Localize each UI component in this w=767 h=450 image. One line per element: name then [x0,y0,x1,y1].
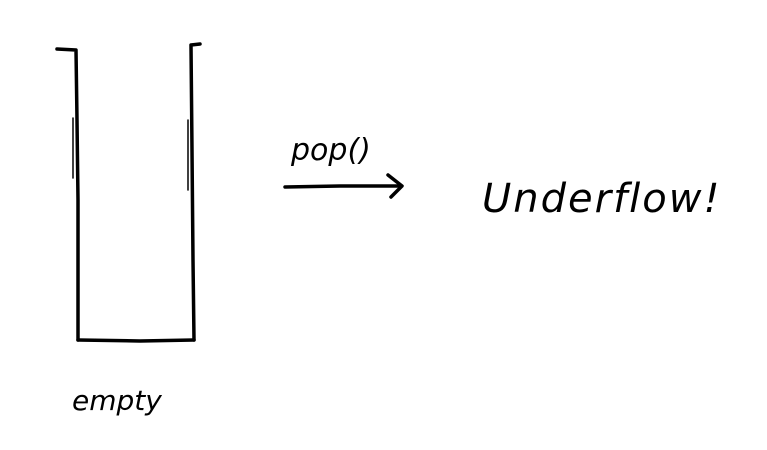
operation-label: pop() [290,133,371,168]
result-label: Underflow! [482,176,722,222]
empty-stack-container [55,42,202,343]
arrow-shaft [283,184,400,189]
stack-left-wall [55,47,80,342]
stack-state-label: empty [72,384,162,417]
stack-right-wall [189,42,202,342]
arrow-head-icon [386,173,404,199]
pop-arrow [283,173,404,199]
stack-bottom [76,338,196,343]
